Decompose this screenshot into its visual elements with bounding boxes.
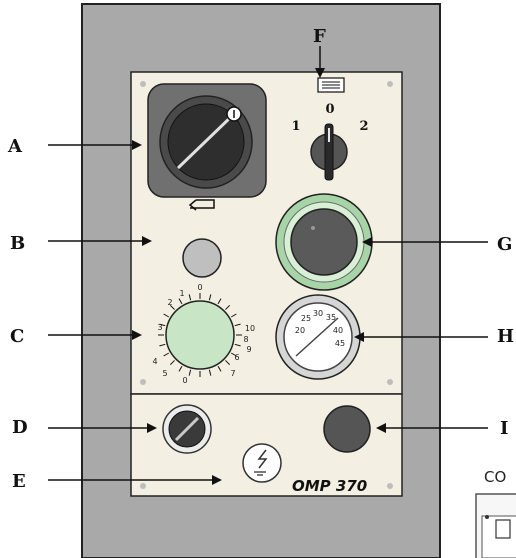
dial-tick-mark [217,365,222,372]
dial-tick-1: 1 [179,289,184,298]
selector-position-left: 1 [291,119,300,134]
faceplate-screws [140,81,393,489]
dial-tick-mark [163,352,170,357]
dial-tick-9: 9 [246,345,251,354]
ground-symbol-e [242,443,282,483]
dial-tick-mark [217,298,222,305]
gauge-scale-labels: 20 25 30 35 40 45 [295,309,345,348]
callout-label-g: G [497,234,512,255]
callout-arrows [48,46,488,485]
dial-tick-mark [163,313,170,318]
dial-tick-10: 10 [245,324,255,333]
dial-tick-mark [234,323,241,327]
dial-tick-0-top: 0 [197,283,202,292]
pushbutton-b[interactable] [182,199,222,278]
dial-tick-0-bottom: 0 [182,376,187,385]
dial-tick-mark [225,360,231,366]
callout-label-b: B [10,233,25,254]
callout-label-a: A [7,136,23,157]
gauge-tick-6: 45 [335,339,345,348]
dial-tick-mark [230,352,237,357]
key-switch-d[interactable] [162,404,212,454]
dial-tick-5: 5 [162,369,167,378]
dial-tick-mark [159,323,166,327]
main-switch-a[interactable] [147,83,267,198]
dial-tick-mark [225,304,231,310]
dial-tick-mark [159,343,166,347]
gauge-tick-2: 25 [301,314,311,323]
callout-label-h: H [497,326,514,347]
gauge-h [275,294,361,380]
callout-label-i: I [500,418,508,439]
corner-partial-text: CO [484,468,506,486]
dial-tick-7: 7 [230,369,235,378]
dial-tick-mark [230,313,237,318]
corner-partial-box [475,493,516,558]
dial-tick-8: 8 [243,335,248,344]
pushbutton-i[interactable] [323,405,371,453]
callout-label-d: D [12,417,28,438]
selector-position-right: 2 [359,119,368,134]
dial-scale-labels: 1 2 3 4 5 6 7 8 9 10 0 0 [152,283,255,385]
dial-tick-mark [169,304,175,310]
dial-tick-mark [169,360,175,366]
dial-tick-mark [188,369,192,376]
gauge-tick-5: 40 [333,326,343,335]
gauge-tick-3: 30 [313,309,323,318]
dial-tick-mark [178,298,183,305]
selector-position-center: 0 [325,102,334,117]
selector-switch-f[interactable] [310,77,348,181]
dial-tick-mark [188,294,192,301]
dial-c[interactable] [158,293,242,377]
dial-tick-mark [234,343,241,347]
callout-label-c: C [10,326,24,347]
dial-tick-mark [208,369,212,376]
callout-label-e: E [12,471,26,492]
callout-label-f: F [313,26,326,47]
gauge-tick-1: 20 [295,326,305,335]
dial-tick-4: 4 [152,357,157,366]
dial-tick-6: 6 [234,353,239,362]
dial-tick-3: 3 [157,323,162,332]
dial-tick-mark [208,294,212,301]
brand-label: OMP 370 [292,477,367,495]
dial-tick-2: 2 [167,298,172,307]
pushbutton-g[interactable] [275,193,373,291]
gauge-tick-4: 35 [326,313,336,322]
dial-tick-mark [178,365,183,372]
